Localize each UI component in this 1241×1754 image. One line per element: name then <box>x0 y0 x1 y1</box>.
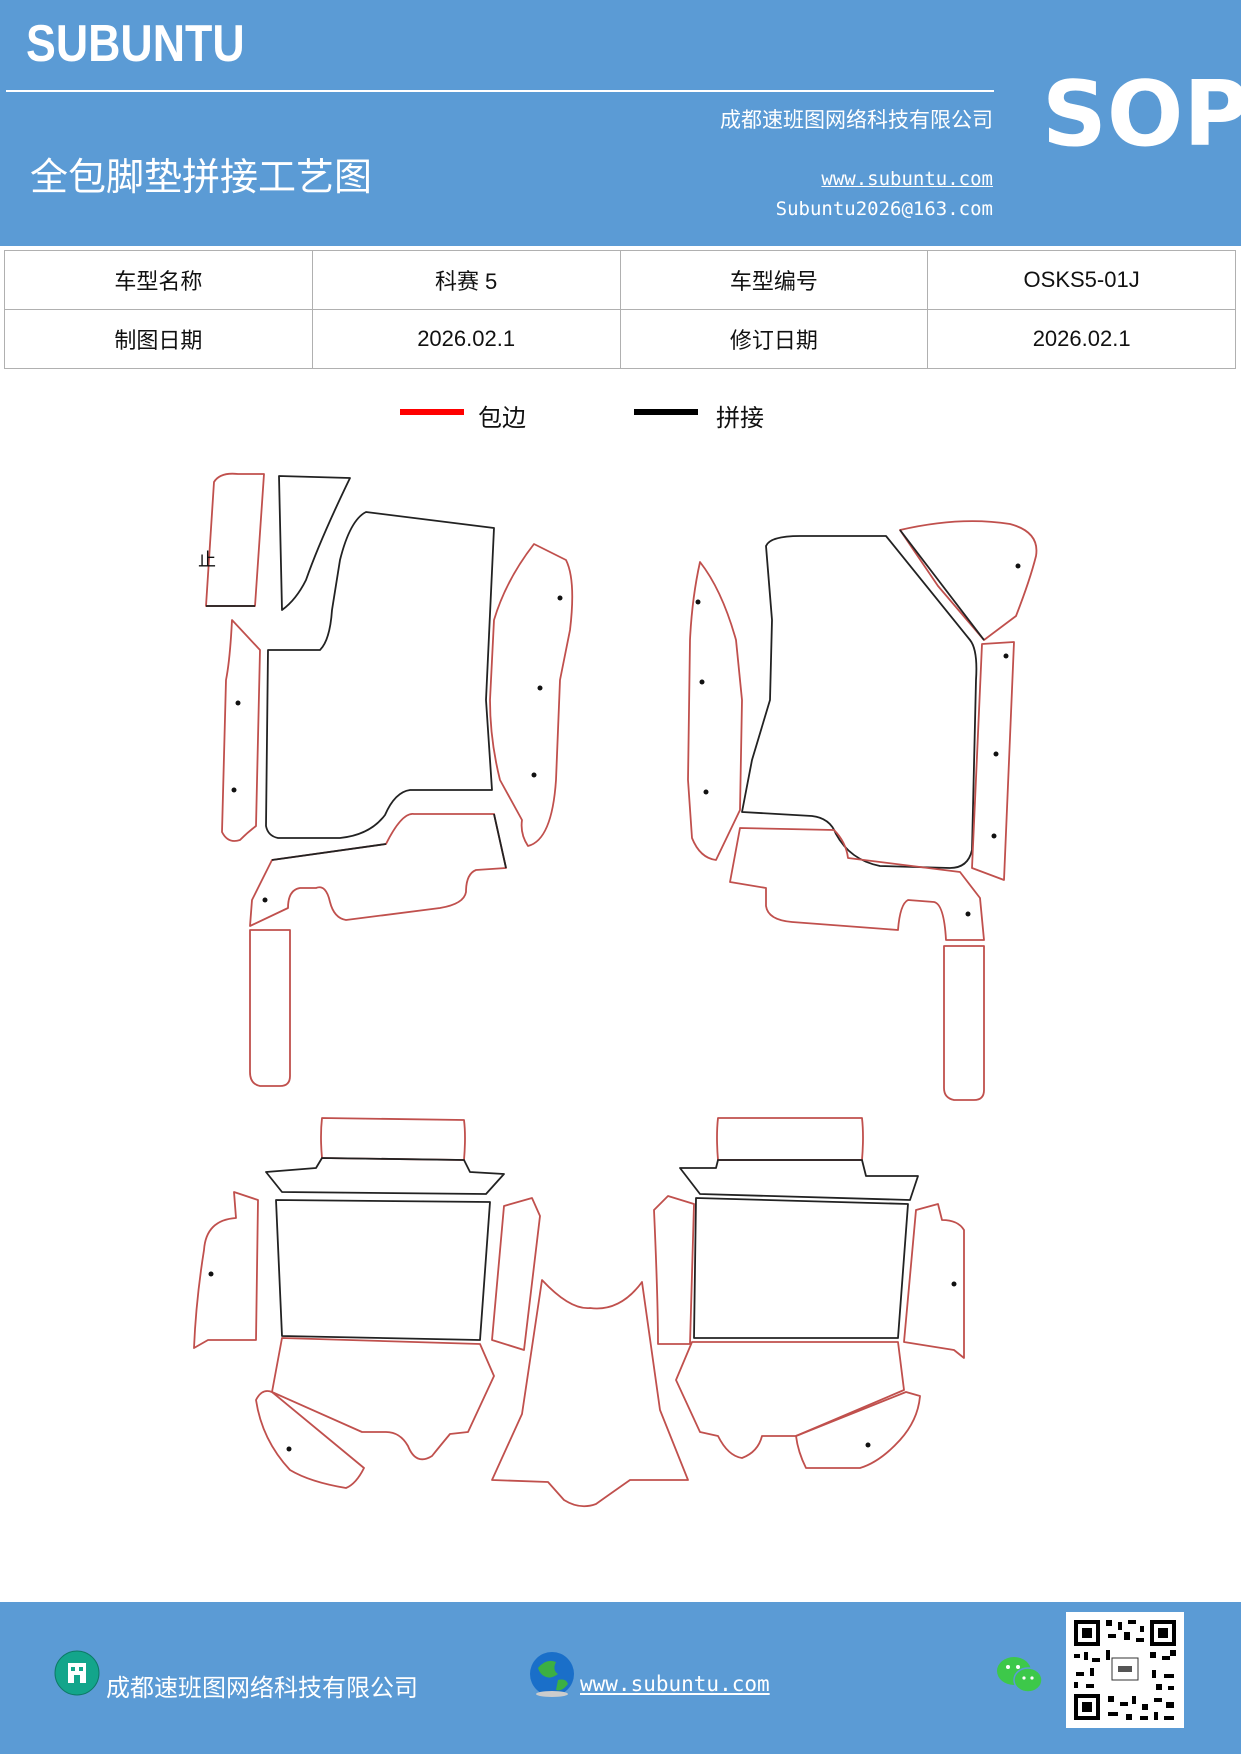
qr-code <box>1066 1612 1184 1728</box>
legend-label-edge: 包边 <box>478 404 526 432</box>
mat-piece-dl-right-strip <box>489 543 574 847</box>
mat-piece-pr-top-right <box>899 520 1038 641</box>
mat-piece-dl-top-left <box>205 472 265 607</box>
mat-piece-rl-left <box>193 1191 259 1349</box>
mat-piece-pr-top-seam <box>899 529 985 641</box>
mat-piece-pr-right-strip <box>971 641 1015 881</box>
mat-piece-rr-right <box>903 1203 965 1359</box>
mat-hole <box>865 1442 871 1448</box>
mat-piece-dl-main <box>265 511 495 839</box>
legend: 包边 拼接 <box>0 398 1241 438</box>
wechat-icon[interactable] <box>996 1654 1044 1694</box>
company-name: 成都速班图网络科技有限公司 <box>720 108 993 132</box>
mat-hole <box>235 700 241 706</box>
mat-hole <box>1015 563 1021 569</box>
model-code-label: 车型编号 <box>619 250 929 310</box>
draw-date-label: 制图日期 <box>4 309 313 369</box>
mat-hole <box>993 751 999 757</box>
revise-date-label: 修订日期 <box>619 309 929 369</box>
mat-piece-rr-left <box>653 1195 695 1345</box>
mat-piece-rr-wedge <box>795 1391 921 1469</box>
info-table: 车型名称 科赛 5 车型编号 OSKS5-01J 制图日期 2026.02.1 … <box>4 250 1236 369</box>
doc-type-label: SOP <box>1042 62 1241 167</box>
legend-swatch-edge <box>400 409 464 415</box>
model-name-label: 车型名称 <box>4 250 313 310</box>
mat-piece-pr-main <box>741 535 978 869</box>
mat-hole <box>965 911 971 917</box>
model-code-value: OSKS5-01J <box>927 250 1236 310</box>
mat-hole <box>231 787 237 793</box>
legend-swatch-seam <box>634 409 698 415</box>
mat-piece-rc-tunnel <box>491 1279 689 1508</box>
mat-hole <box>262 897 268 903</box>
page-title: 全包脚垫拼接工艺图 <box>30 155 373 199</box>
mat-piece-dl-bottom <box>249 813 507 927</box>
building-icon <box>54 1650 100 1696</box>
model-name-value: 科赛 5 <box>311 250 621 310</box>
mat-piece-rr-main <box>693 1197 909 1339</box>
mat-hole <box>286 1446 292 1452</box>
mat-piece-dl-footrest <box>249 929 291 1087</box>
mat-piece-rl-top-band <box>265 1157 505 1195</box>
draw-date-value: 2026.02.1 <box>311 309 621 369</box>
table-row: 制图日期 2026.02.1 修订日期 2026.02.1 <box>4 309 1236 369</box>
header-divider <box>6 90 994 92</box>
footer-banner: 成都速班图网络科技有限公司 www.subuntu.com <box>0 1602 1241 1754</box>
globe-icon <box>530 1652 574 1697</box>
mat-piece-dl-left-strip <box>221 619 261 842</box>
mat-hole <box>557 595 563 601</box>
mat-piece-pr-bottom <box>729 827 985 941</box>
mat-hole <box>951 1281 957 1287</box>
email-address: Subuntu2026@163.com <box>775 198 993 220</box>
mat-piece-dl-wedge <box>278 475 351 611</box>
footer-website-link[interactable]: www.subuntu.com <box>580 1672 770 1696</box>
mat-hole <box>537 685 543 691</box>
mat-piece-pr-footrest <box>943 945 985 1101</box>
mat-piece-rr-top <box>716 1117 864 1161</box>
website-link[interactable]: www.subuntu.com <box>821 168 993 190</box>
revise-date-value: 2026.02.1 <box>927 309 1236 369</box>
mat-piece-rl-wedge <box>255 1390 365 1489</box>
mat-hole <box>531 772 537 778</box>
mat-piece-rl-right <box>491 1197 541 1351</box>
legend-label-seam: 拼接 <box>716 404 764 432</box>
mat-piece-dl-bottom-seam <box>271 813 507 869</box>
header-banner: SUBUNTU SOP 全包脚垫拼接工艺图 成都速班图网络科技有限公司 www.… <box>0 0 1241 246</box>
mat-piece-rl-top <box>320 1117 466 1161</box>
mat-hole <box>703 789 709 795</box>
mat-piece-rr-top-band <box>679 1159 919 1201</box>
mat-hole <box>1003 653 1009 659</box>
floor-mat-diagram: 止 <box>193 472 1038 1508</box>
mat-hole <box>991 833 997 839</box>
mat-hole <box>208 1271 214 1277</box>
table-row: 车型名称 科赛 5 车型编号 OSKS5-01J <box>4 250 1236 310</box>
mat-hole <box>695 599 701 605</box>
footer-company-name: 成都速班图网络科技有限公司 <box>106 1674 418 1702</box>
mat-hole <box>699 679 705 685</box>
mat-piece-rl-bottom <box>271 1337 495 1461</box>
marker-label: 止 <box>198 550 216 571</box>
mat-piece-rr-bottom <box>675 1341 905 1459</box>
brand-logo: SUBUNTU <box>26 15 245 73</box>
mat-piece-rl-main <box>275 1199 491 1341</box>
mat-piece-pr-left-strip <box>687 561 743 861</box>
